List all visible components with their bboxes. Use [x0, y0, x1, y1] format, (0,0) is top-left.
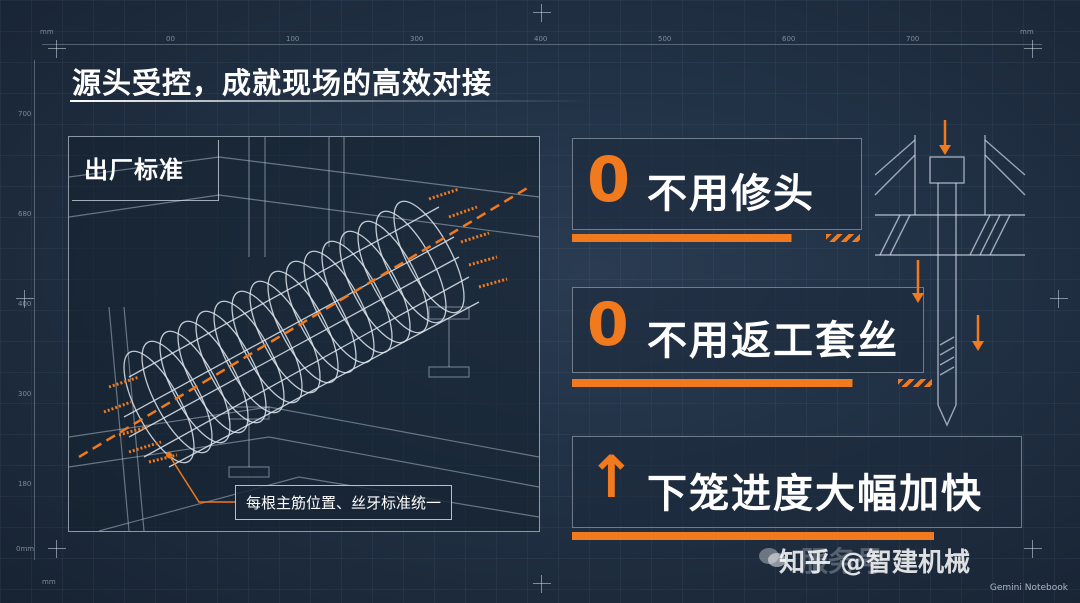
feature-number: 0	[587, 290, 629, 360]
ruler-tick: 00	[166, 35, 175, 43]
ruler-tick: 400	[534, 35, 548, 43]
rebar-cage-illustration-panel	[68, 136, 540, 532]
rebar-cage-illustration	[69, 137, 539, 531]
ruler-tick: 700	[906, 35, 920, 43]
title-underline	[70, 100, 590, 102]
ruler-tick: 180	[18, 480, 32, 488]
ruler-tick: 700	[18, 110, 32, 118]
ruler-tick: 300	[18, 390, 32, 398]
watermark-text: 知乎 @智建机械	[778, 548, 970, 578]
ruler-tick: 300	[410, 35, 424, 43]
crosshair-mark	[16, 290, 34, 308]
feature-number: 0	[587, 143, 631, 216]
brand-label: Gemini Notebook	[989, 583, 1068, 593]
page-title: 源头受控，成就现场的高效对接	[72, 66, 493, 100]
accent-bar	[572, 234, 830, 242]
panel-label-frame	[72, 140, 219, 201]
crosshair-mark	[533, 575, 551, 593]
panel-label: 出厂标准	[84, 156, 184, 184]
ruler-unit-bottom-left: mm	[42, 578, 56, 586]
crosshair-mark	[48, 540, 66, 558]
ruler-tick: 600	[782, 35, 796, 43]
ruler-tick: 100	[286, 35, 300, 43]
left-ruler: 700 680 400 300 180 0mm	[16, 60, 35, 560]
rebar-callout: 每根主筋位置、丝牙标准统一	[235, 485, 453, 520]
feature-text: 下笼进度大幅加快	[647, 471, 983, 517]
arrow-up-icon: ↑	[587, 443, 636, 511]
wechat-icon	[759, 548, 786, 567]
ruler-unit-left: 0mm	[16, 545, 35, 553]
crosshair-mark	[48, 40, 66, 58]
pile-schematic-illustration	[874, 120, 1026, 427]
accent-stripe	[898, 379, 932, 387]
ruler-tick: 680	[18, 210, 32, 218]
crosshair-mark	[533, 4, 551, 22]
ruler-tick: 500	[658, 35, 672, 43]
accent-bar	[572, 532, 998, 540]
feature-card-faster-progress: ↑ 下笼进度大幅加快	[572, 436, 1022, 528]
feature-card-no-trimming: 0 不用修头	[572, 138, 862, 230]
feature-text: 不用返工套丝	[647, 318, 899, 364]
ruler-unit-top: mm	[40, 28, 54, 36]
feature-text: 不用修头	[647, 171, 815, 217]
accent-bar	[572, 379, 902, 387]
ruler-unit-top-right: mm	[1020, 28, 1034, 36]
crosshair-mark	[1050, 290, 1068, 308]
watermark-ghost-text: 服务号	[800, 545, 885, 578]
crosshair-mark	[1024, 40, 1042, 58]
feature-card-no-rethreading: 0 不用返工套丝	[572, 287, 924, 373]
crosshair-mark	[1024, 540, 1042, 558]
accent-stripe	[826, 234, 860, 242]
top-ruler: mm 00 100 300 400 500 600 700 mm	[40, 28, 1042, 45]
